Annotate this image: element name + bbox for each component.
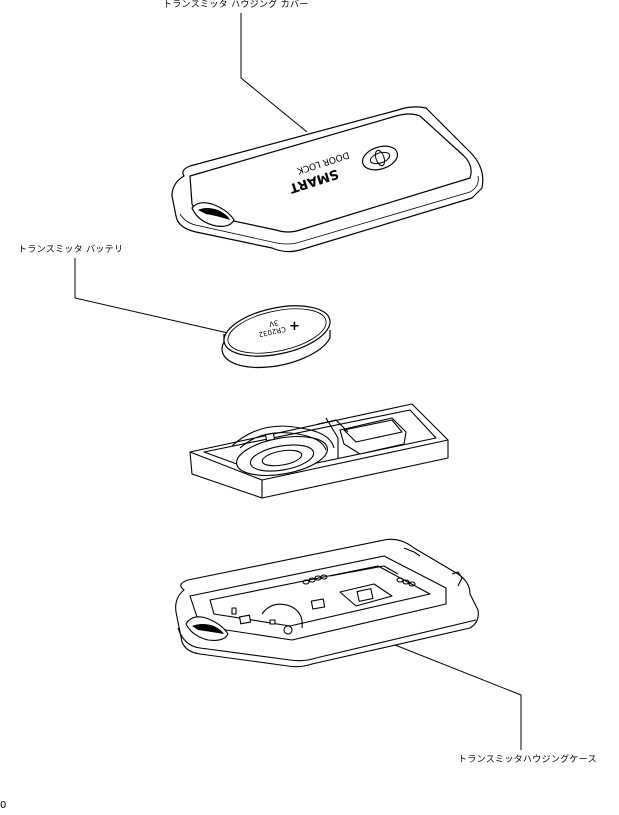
case-bottom-bevel (177, 619, 477, 662)
battery-holder-ring-core (261, 449, 303, 467)
cover-leader-line (240, 13, 308, 133)
transmitter-housing-case (175, 538, 479, 668)
case-contacts-right (396, 577, 416, 587)
battery-leader-line (74, 258, 229, 334)
case-leader-line (394, 644, 522, 750)
case-pad-4 (269, 619, 276, 625)
figure-id: 0 (0, 800, 7, 811)
transmitter-battery: CR2032 3V + (221, 305, 331, 369)
emblem-core-icon (374, 149, 386, 167)
cover-rim-bevel (179, 175, 479, 245)
battery-clip-arch (231, 425, 335, 449)
key-ring-slot-inner (198, 208, 230, 220)
case-outer-shell (175, 538, 479, 668)
module-corner-bracket (317, 419, 349, 433)
case-inner-ridge (329, 565, 399, 577)
case-chip (356, 588, 374, 602)
transmitter-housing-case-label: トランスミッタハウジングケース (458, 755, 597, 765)
transmitter-module (189, 403, 449, 499)
transmitter-housing-cover-label: トランスミッタ ハウジング カバー (163, 0, 309, 10)
case-battery-seat (261, 603, 303, 629)
transmitter-housing-cover: SMART DOOR LOCK (171, 106, 484, 253)
battery-plus-icon: + (289, 319, 300, 334)
transmitter-battery-label: トランスミッタ バッテリ (18, 245, 124, 255)
case-contacts-left (302, 574, 328, 585)
battery-holder-ring-inner (249, 444, 315, 472)
module-divider (325, 417, 339, 458)
case-contact-point (283, 625, 293, 635)
battery-clip-arch-inner (239, 432, 327, 451)
module-chip-top (343, 419, 403, 443)
case-inner-floor (209, 565, 431, 627)
emblem-icon (361, 145, 399, 171)
battery-print-voltage: 3V (268, 318, 279, 328)
case-pad-3 (231, 607, 237, 615)
module-tab (264, 432, 276, 442)
emblem-inner-icon (369, 151, 391, 165)
case-notch (403, 547, 421, 557)
battery-top-ring (227, 308, 327, 354)
case-right-tab (451, 571, 463, 587)
leader-lines (74, 13, 522, 750)
case-pad-2 (310, 598, 326, 610)
case-key-ring-slot-inner (192, 624, 224, 634)
case-pad-1 (239, 614, 252, 625)
case-chip-area (339, 583, 393, 607)
